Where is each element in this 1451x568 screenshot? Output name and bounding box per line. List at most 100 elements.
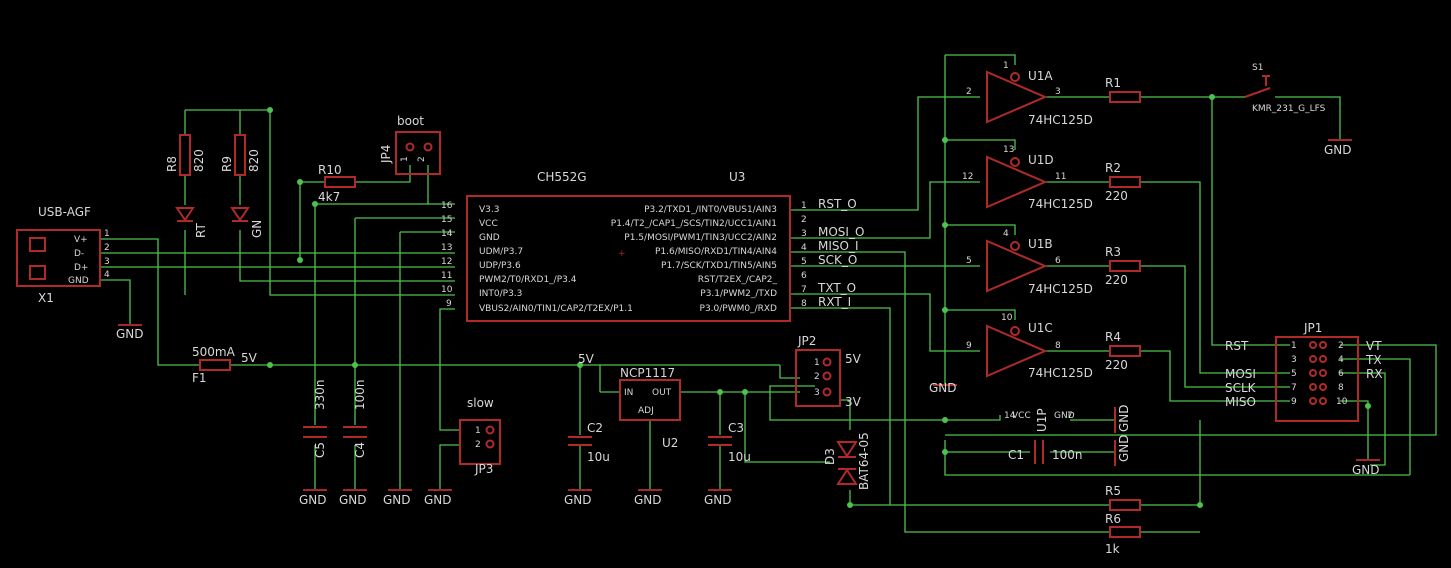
u3-pin-left: GND xyxy=(479,233,500,243)
u3-pin-right: P3.0/PWM0_/RXD xyxy=(700,304,778,314)
svg-text:GND: GND xyxy=(339,493,367,507)
svg-text:13: 13 xyxy=(1003,145,1014,155)
net-5v-mid: 5V xyxy=(578,352,595,366)
resistor-r3: R3 220 xyxy=(1105,245,1141,287)
led-gn-label: GN xyxy=(250,220,264,238)
r6-ref: R6 xyxy=(1105,512,1121,526)
gnd-symbol: GND xyxy=(299,489,327,507)
svg-text:2: 2 xyxy=(1338,341,1344,351)
buffer-u1a: U1A 74HC125D 1 2 3 xyxy=(966,61,1093,127)
svg-text:1: 1 xyxy=(801,201,807,211)
svg-text:2: 2 xyxy=(417,156,427,162)
c2-value: 10u xyxy=(587,450,610,464)
c1-value: 100n xyxy=(1052,448,1083,462)
r5-ref: R5 xyxy=(1105,484,1121,498)
f1-value: 500mA xyxy=(192,345,236,359)
net-labels-u3: RST_O MOSI_O MISO_I SCK_O TXT_O RXT_I xyxy=(817,197,864,309)
svg-text:GND: GND xyxy=(929,381,957,395)
u1b-value: 74HC125D xyxy=(1028,282,1093,296)
u3-pin-left: UDP/P3.6 xyxy=(479,261,521,271)
capacitor-c3: C3 10u xyxy=(708,421,751,464)
x1-name: USB-AGF xyxy=(38,205,91,219)
u3-pin-left: VBUS2/AIN0/TIN1/CAP2/T2EX/P1.1 xyxy=(479,304,633,314)
r9-ref: R9 xyxy=(220,156,234,172)
jp4-name: boot xyxy=(397,114,424,128)
r10-value: 4k7 xyxy=(318,190,340,204)
u1c-ref: U1C xyxy=(1028,321,1053,335)
svg-text:3: 3 xyxy=(1055,87,1061,97)
switch-s1: S1 KMR_231_G_LFS xyxy=(1244,63,1326,114)
gnd-symbols: GND GND GND GND GND GND GND GND GND GND … xyxy=(116,139,1380,507)
x1-pin-num: 2 xyxy=(104,243,110,253)
gnd-symbol: GND xyxy=(634,489,662,507)
u1c-value: 74HC125D xyxy=(1028,366,1093,380)
svg-text:GND: GND xyxy=(1054,411,1075,421)
svg-text:VCC: VCC xyxy=(1012,411,1031,421)
x1-ref: X1 xyxy=(38,291,54,305)
x1-pin-num: 3 xyxy=(104,257,110,267)
buffer-u1c: U1C 74HC125D 10 9 8 xyxy=(966,313,1093,380)
svg-text:GND: GND xyxy=(1352,463,1380,477)
svg-text:OUT: OUT xyxy=(652,388,672,398)
svg-text:5: 5 xyxy=(966,256,972,266)
junctions xyxy=(267,94,1371,508)
r3-ref: R3 xyxy=(1105,245,1121,259)
svg-text:9: 9 xyxy=(1291,397,1297,407)
u3-pin-left: V3.3 xyxy=(479,205,499,215)
u1a-ref: U1A xyxy=(1028,69,1053,83)
r2-value: 220 xyxy=(1105,189,1128,203)
c4-value: 100n xyxy=(353,379,367,410)
u3-pin-right: P1.5/MOSI/PWM1/TIN3/UCC2/AIN2 xyxy=(624,233,777,243)
usb-connector-x1: USB-AGF X1 V+ D- D+ GND 1 2 3 4 xyxy=(16,205,110,305)
jp3-name: slow xyxy=(467,396,494,410)
svg-text:GND: GND xyxy=(704,493,732,507)
svg-text:15: 15 xyxy=(441,215,452,225)
net-mosi: MOSI xyxy=(1225,367,1256,381)
d3-value: BAT64-05 xyxy=(857,432,871,490)
regulator-u2: NCP1117 IN OUT ADJ U2 xyxy=(619,366,681,450)
svg-text:GND: GND xyxy=(634,493,662,507)
c1-ref: C1 xyxy=(1008,448,1024,462)
gnd-symbol: GND xyxy=(929,381,957,395)
svg-text:7: 7 xyxy=(801,285,807,295)
wires xyxy=(100,54,1437,533)
net-3v-jp2: 3V xyxy=(845,395,862,409)
gnd-symbol: GND xyxy=(424,489,452,507)
jp4-ref: JP4 xyxy=(379,145,393,164)
capacitor-c2: C2 10u 5V xyxy=(568,352,610,464)
svg-text:9: 9 xyxy=(966,341,972,351)
svg-text:1: 1 xyxy=(1291,341,1297,351)
u3-pin-left: INT0/P3.3 xyxy=(479,289,522,299)
r1-ref: R1 xyxy=(1105,76,1121,90)
gnd-symbol: GND xyxy=(339,489,367,507)
svg-text:6: 6 xyxy=(1338,369,1344,379)
u1p-ref: U1P xyxy=(1035,408,1049,432)
diode-d3: D3 BAT64-05 xyxy=(823,432,871,490)
svg-text:IN: IN xyxy=(624,388,633,398)
resistor-r9: R9 820 xyxy=(220,134,261,176)
svg-text:6: 6 xyxy=(1055,256,1061,266)
c3-ref: C3 xyxy=(728,421,744,435)
u2-ref: U2 xyxy=(662,436,678,450)
mcu-u3: CH552G U3 V3.3 VCC GND UDM/P3.7 UDP/P3.6… xyxy=(441,170,807,322)
c5-value: 330n xyxy=(313,379,327,410)
r9-value: 820 xyxy=(247,149,261,172)
net-miso-i: MISO_I xyxy=(818,239,859,253)
gnd-symbol: GND xyxy=(1324,139,1352,157)
x1-pin-label: D+ xyxy=(74,263,88,273)
c2-ref: C2 xyxy=(587,421,603,435)
u2-name: NCP1117 xyxy=(620,366,675,380)
gnd-symbol: GND xyxy=(383,489,412,507)
u1d-ref: U1D xyxy=(1028,153,1054,167)
svg-text:3: 3 xyxy=(801,229,807,239)
net-sclk: SCLK xyxy=(1225,381,1257,395)
svg-text:4: 4 xyxy=(801,243,807,253)
svg-text:14: 14 xyxy=(1004,411,1016,421)
svg-text:8: 8 xyxy=(801,299,807,309)
net-txt-o: TXT_O xyxy=(817,281,856,295)
svg-text:8: 8 xyxy=(1055,341,1061,351)
capacitor-c1: C1 100n xyxy=(1008,440,1083,464)
buffer-u1b: U1B 74HC125D 4 5 6 xyxy=(966,229,1093,296)
net-rst-o: RST_O xyxy=(818,197,857,211)
svg-text:10: 10 xyxy=(1001,313,1013,323)
